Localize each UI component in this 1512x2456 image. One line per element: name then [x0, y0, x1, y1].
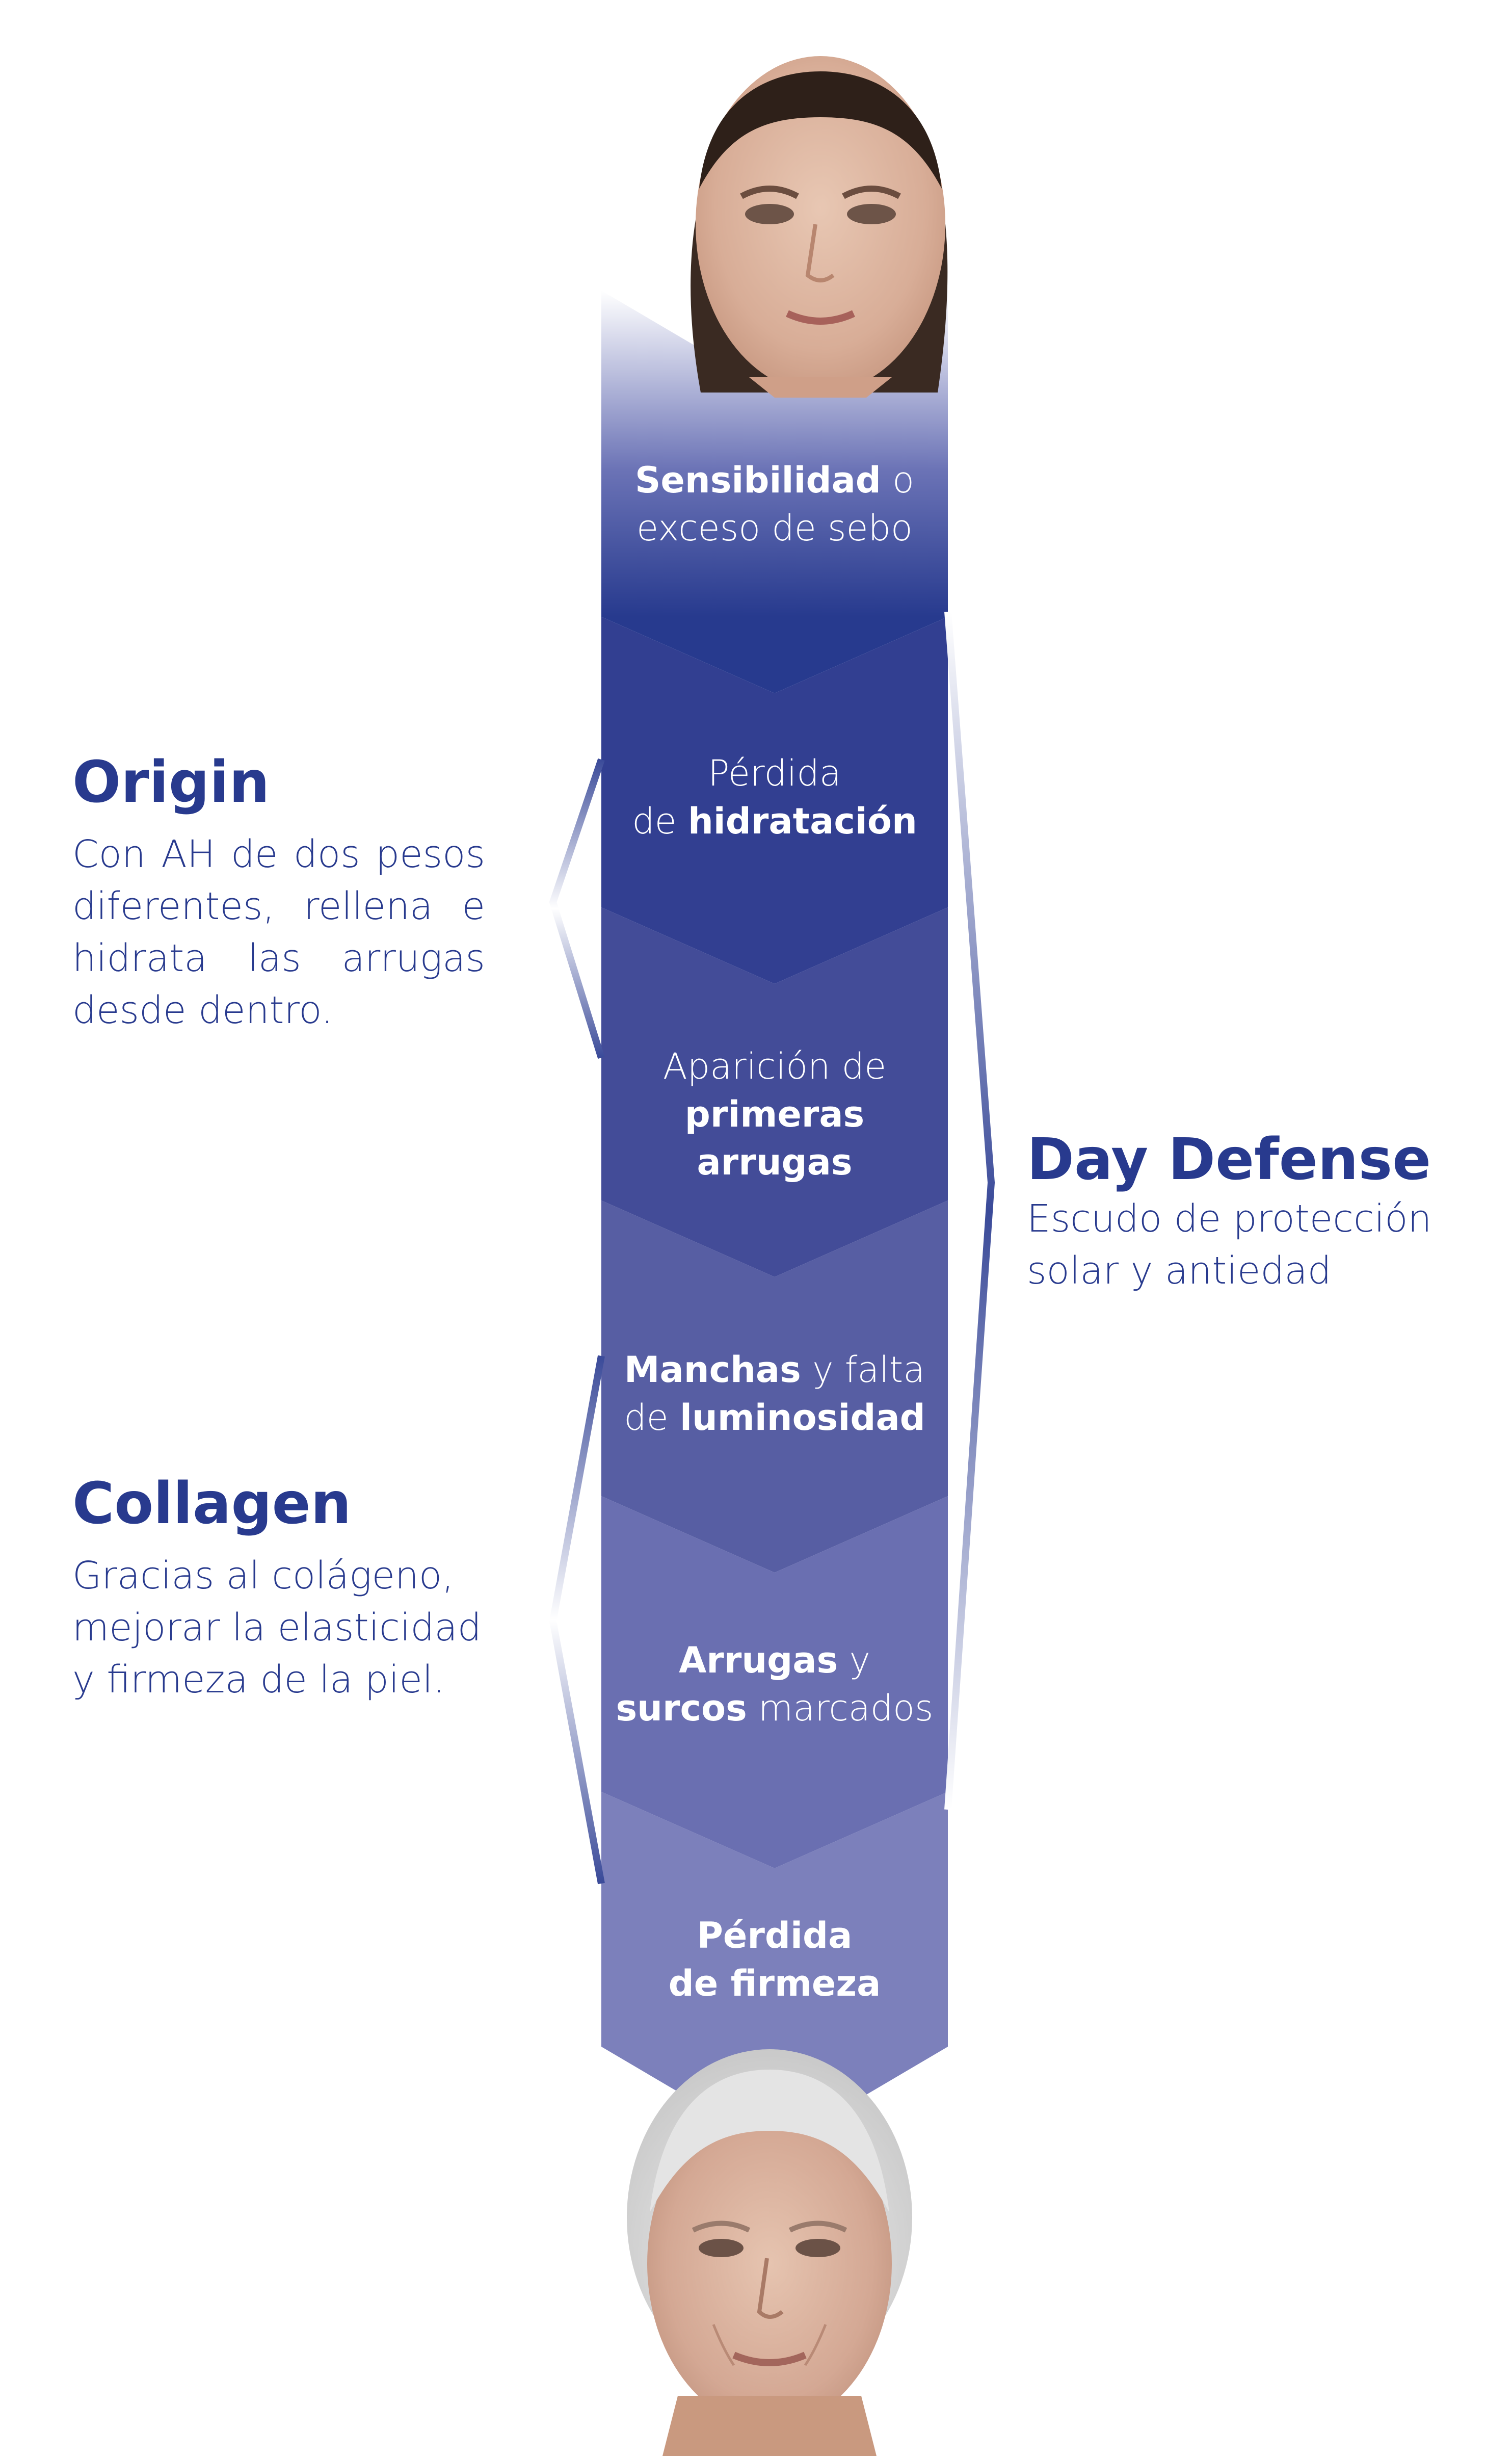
stage-2-label: Pérdida de hidratación [632, 752, 917, 842]
collagen-bracket [549, 1355, 605, 1885]
origin-bracket [549, 758, 605, 1059]
stage-chevron-5 [601, 1496, 948, 1868]
senior-woman-face-photo [627, 2049, 912, 2456]
stage-6-label: Pérdida de firmeza [668, 1915, 881, 2004]
origin-title: Origin [72, 749, 270, 816]
origin-description: Con AH de dos pesos diferentes, rellena … [72, 832, 485, 1032]
stage-chevron-3 [601, 907, 948, 1277]
young-woman-face-photo [691, 56, 948, 398]
stage-column [601, 291, 948, 2149]
day-defense-description: Escudo de protección solar y antiedad [1027, 1197, 1432, 1293]
collagen-title: Collagen [72, 1471, 352, 1537]
collagen-description: Gracias al colágeno, mejorar la elastici… [72, 1554, 482, 1702]
stage-chevron-2 [601, 617, 948, 984]
day-defense-title: Day Defense [1027, 1127, 1431, 1193]
stage-chevron-4 [601, 1200, 948, 1573]
stage-1-label: Sensibilidad o exceso de sebo [634, 459, 914, 549]
stage-3-label: Aparición de primeras arrugas [662, 1046, 887, 1183]
stage-5-label: Arrugas y surcos marcados [616, 1639, 934, 1729]
stage-chevron-6 [601, 1792, 948, 2149]
day-defense-bracket [944, 611, 995, 1810]
stage-4-label: Manchas y falta de luminosidad [624, 1349, 925, 1439]
